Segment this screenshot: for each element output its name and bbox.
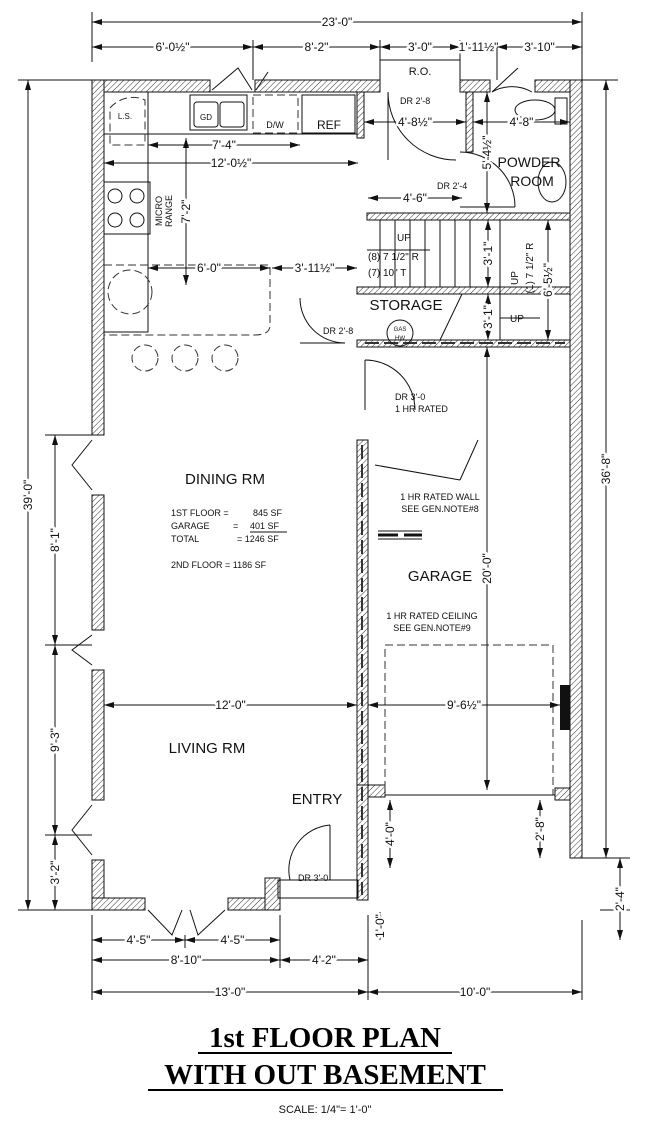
dimension-label-rear-4-8h: 4'-8½" (398, 115, 432, 129)
dimension-label-top-c: 3'-0" (408, 40, 432, 54)
dimension-label-garage-2-8: 2'-8" (533, 817, 547, 841)
door-storage-label: DR 2'-8 (323, 326, 353, 336)
dimension-label-bot-4-5a: 4'-5" (127, 933, 151, 947)
stair-risers: (8) 7 1/2" R (368, 252, 419, 263)
kitchen (103, 91, 358, 372)
room-living: LIVING RM (169, 740, 246, 757)
area-total-label: TOTAL (171, 534, 199, 544)
dimension-label-bot-4-5b: 4'-5" (221, 933, 245, 947)
dimension-label-left-9-3: 9'-3" (48, 728, 62, 752)
door-rear-label: DR 2'-8 (400, 96, 430, 106)
note-wall-2: SEE GEN.NOTE#8 (401, 504, 479, 514)
dimension-label-top-e: 3'-10" (524, 40, 555, 54)
dimension-label-left-8-1: 8'-1" (48, 528, 62, 552)
room-storage: STORAGE (369, 297, 442, 314)
dimension-label-kitchen-12-0h: 12'-0½" (211, 156, 252, 170)
dimension-label-kitchen-7-2: 7'-2" (179, 200, 193, 224)
dimension-label-powder-4-8: 4'-8" (510, 115, 534, 129)
area-first-label: 1ST FLOOR = (171, 508, 229, 518)
dimension-label-kitchen-7-4: 7'-4" (212, 138, 236, 152)
dimension-label-stair-3-1b: 3'-1" (481, 305, 495, 329)
dimension-label-garage-9-6: 9'-6½" (447, 698, 481, 712)
room-entry: ENTRY (292, 791, 343, 808)
dimension-label-top-a: 6'-0½" (156, 40, 190, 54)
dimension-label-bot-10-0: 10'-0" (460, 985, 491, 999)
dimension-label-right-overall: 36'-8" (599, 454, 613, 485)
area-garage-value: 401 SF (250, 521, 280, 531)
dimension-label-entry-1-0: 1'-0" (373, 914, 387, 938)
area-first-value: 845 SF (253, 508, 283, 518)
room-powder-1: POWDER (498, 154, 561, 170)
range-label: RANGE (164, 195, 174, 227)
disposal-label: GD (200, 113, 212, 122)
scale-label: SCALE: 1/4"= 1'-0" (279, 1104, 372, 1116)
dimension-label-left-overall: 39'-0" (21, 480, 35, 511)
plan-title: 1st FLOOR PLAN (209, 1022, 441, 1054)
stair-treads: (7) 10" T (368, 268, 406, 279)
exterior-walls (91, 79, 583, 911)
stairs (367, 220, 540, 347)
door-garage-label-2: 1 HR RATED (395, 404, 448, 414)
area-garage-label: GARAGE (171, 521, 210, 531)
dimension-label-top-d: 1'-11½" (459, 40, 499, 54)
dimension-label-bot-8-10: 8'-10" (171, 953, 202, 967)
stair3-up-label: UP (510, 314, 524, 325)
dimension-label-bot-13-0: 13'-0" (215, 985, 246, 999)
dimension-label-powder-5-4: 5'-4½" (480, 136, 494, 170)
dimension-label-kitchen-3-11: 3'-11½" (295, 261, 335, 275)
dimension-label-right-2-4: 2'-4" (613, 887, 627, 911)
dimension-label-top-b: 8'-2" (305, 40, 329, 54)
dimension-label-left-3-2: 3'-2" (48, 861, 62, 885)
rough-opening-label: R.O. (409, 66, 432, 78)
door-garage-label-1: DR 3'-0 (395, 392, 425, 402)
room-garage: GARAGE (408, 568, 472, 585)
dimension-label-stair-4-6: 4'-6" (403, 191, 427, 205)
dimension-label-living-12-0: 12'-0" (215, 698, 246, 712)
interior-walls (277, 91, 571, 899)
title-block: 1st FLOOR PLAN WITH OUT BASEMENT SCALE: … (148, 1022, 503, 1116)
note-wall-1: 1 HR RATED WALL (400, 492, 480, 502)
area-second: 2ND FLOOR = 1186 SF (171, 560, 267, 570)
hw-label: HW (395, 336, 405, 342)
gas-label: GAS (394, 327, 407, 333)
door-entry-label: DR 3'-0 (298, 873, 328, 883)
dimension-label-garage-20-0: 20'-0" (480, 553, 494, 584)
openings (71, 59, 533, 936)
plan-subtitle: WITH OUT BASEMENT (164, 1059, 486, 1091)
note-ceiling-1: 1 HR RATED CEILING (386, 611, 477, 621)
micro-label: MICRO (154, 196, 164, 226)
stair2-riser: (1) 7 1/2" R (525, 243, 536, 294)
dimension-label-kitchen-6-0: 6'-0" (197, 261, 221, 275)
dimension-lines: 23'-0" 6'-0½" 8'-2" 3'-0" 1'-11½" 3'-10" 7'-4"… (18, 12, 630, 1002)
dimension-label-overall-top: 23'-0" (322, 15, 353, 29)
note-ceiling-2: SEE GEN.NOTE#9 (393, 623, 471, 633)
door-powder-label: DR 2'-4 (437, 181, 467, 191)
dimension-label-stair-6-5: 6'-5½" (541, 263, 555, 297)
room-powder-2: ROOM (510, 173, 554, 189)
room-dining: DINING RM (185, 471, 265, 488)
garage-features (374, 439, 570, 796)
stair-up-label: UP (397, 233, 411, 244)
area-garage-eq: = (233, 521, 238, 531)
dimension-label-stair-3-1a: 3'-1" (481, 242, 495, 266)
labels: DINING RM LIVING RM ENTRY GARAGE STORAGE… (118, 66, 561, 883)
dimension-label-garage-4-0: 4'-0" (383, 822, 397, 846)
dimension-label-bot-4-2: 4'-2" (312, 953, 336, 967)
refrigerator-label: REF (317, 118, 341, 132)
area-total-value: = 1246 SF (237, 534, 279, 544)
lazy-susan-label: L.S. (118, 112, 132, 121)
stair2-up-label: UP (510, 271, 521, 285)
dishwasher-label: D/W (266, 120, 284, 130)
